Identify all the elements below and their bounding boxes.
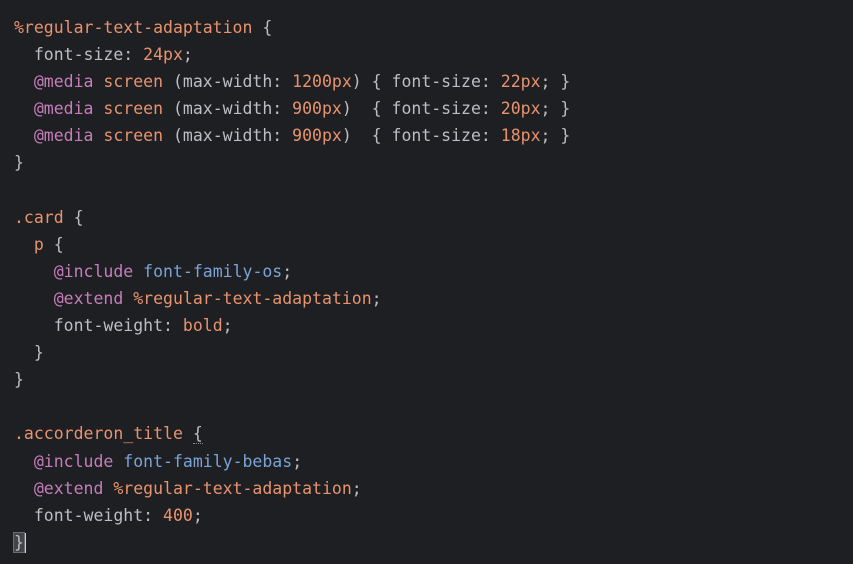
code-token: screen xyxy=(103,99,164,119)
code-token: @extend xyxy=(53,288,124,308)
code-token: 20px xyxy=(500,99,541,119)
code-token xyxy=(93,126,103,145)
code-token: @include xyxy=(53,261,134,281)
code-token: } xyxy=(14,370,24,390)
code-line[interactable] xyxy=(14,393,570,420)
code-line[interactable]: @media screen (max-width: 1200px) { font… xyxy=(14,68,570,95)
code-line[interactable]: @extend %regular-text-adaptation; xyxy=(14,475,570,502)
code-area[interactable]: %regular-text-adaptation { font-size: 24… xyxy=(13,14,570,556)
code-line[interactable]: } xyxy=(14,339,570,366)
code-token: ; xyxy=(292,451,303,471)
code-line[interactable]: } xyxy=(14,366,570,393)
code-token: %regular-text-adaptation xyxy=(133,288,372,308)
code-token xyxy=(93,99,103,118)
code-token: font-family-os xyxy=(143,261,283,281)
code-token: bold xyxy=(182,316,223,336)
code-token: 900px xyxy=(292,99,342,119)
code-token: ) { font-size: xyxy=(341,126,501,146)
code-line[interactable]: .accorderon_title { xyxy=(14,420,570,447)
code-line[interactable]: } xyxy=(13,529,570,556)
code-token: @extend xyxy=(33,478,104,498)
code-token: %regular-text-adaptation xyxy=(113,478,352,498)
code-token: ; } xyxy=(540,99,571,119)
code-line[interactable]: @include font-family-os; xyxy=(14,258,570,285)
code-token: font-size: xyxy=(14,45,144,65)
code-token: { xyxy=(43,234,64,254)
code-token: (max-width: xyxy=(163,99,293,119)
code-line[interactable]: @media screen (max-width: 900px) { font-… xyxy=(14,122,570,149)
code-line[interactable]: font-weight: 400; xyxy=(14,502,570,529)
code-token: { xyxy=(192,424,203,445)
code-line[interactable]: @media screen (max-width: 900px) { font-… xyxy=(14,95,570,122)
code-token: @media xyxy=(33,126,94,146)
code-token: ) { font-size: xyxy=(341,99,501,119)
code-line[interactable]: %regular-text-adaptation { xyxy=(14,14,570,41)
code-line[interactable] xyxy=(14,177,570,204)
code-token xyxy=(103,479,113,498)
code-token: ; xyxy=(351,478,362,498)
code-token: font-weight: xyxy=(14,316,183,336)
code-token: 1200px xyxy=(292,72,352,92)
code-token: 24px xyxy=(143,45,183,65)
code-token xyxy=(14,126,34,145)
code-token: ; xyxy=(222,316,233,336)
code-token xyxy=(14,289,54,308)
code-line[interactable]: } xyxy=(14,149,570,176)
code-line[interactable]: font-size: 24px; xyxy=(14,41,570,68)
code-token: ; } xyxy=(540,72,571,92)
code-token: @media xyxy=(33,99,94,119)
code-token: 18px xyxy=(500,126,541,146)
code-token xyxy=(14,479,34,498)
code-token: .card xyxy=(14,207,64,227)
code-line[interactable]: font-weight: bold; xyxy=(14,312,570,339)
code-token xyxy=(14,452,34,471)
code-token: ) { font-size: xyxy=(351,72,501,92)
code-token xyxy=(14,72,34,91)
code-token: ; xyxy=(371,288,382,308)
code-token xyxy=(183,424,193,443)
code-token: ; xyxy=(192,505,203,525)
code-token xyxy=(133,262,143,281)
code-line[interactable]: p { xyxy=(14,231,570,258)
code-token: p xyxy=(33,234,44,254)
code-token: } xyxy=(14,343,44,363)
code-token xyxy=(14,99,34,118)
code-token: 400 xyxy=(163,505,193,525)
code-token: } xyxy=(13,531,25,553)
code-token: @include xyxy=(33,451,114,471)
code-token: 22px xyxy=(500,72,541,92)
code-token: ; } xyxy=(540,126,571,146)
code-token xyxy=(113,452,123,471)
code-token xyxy=(123,289,133,308)
code-token: %regular-text-adaptation xyxy=(14,18,253,37)
code-line[interactable]: .card { xyxy=(14,204,570,231)
code-token: 900px xyxy=(292,126,342,146)
code-line[interactable]: @include font-family-bebas; xyxy=(14,448,570,475)
code-token: (max-width: xyxy=(163,126,293,146)
code-token xyxy=(14,262,54,281)
code-token: ; xyxy=(182,45,193,65)
code-token: } xyxy=(14,153,24,173)
code-line[interactable]: @extend %regular-text-adaptation; xyxy=(14,285,570,312)
code-token: @media xyxy=(33,72,94,92)
code-token: screen xyxy=(103,72,164,92)
code-token xyxy=(93,72,103,91)
code-token: { xyxy=(63,207,84,227)
code-token: ; xyxy=(282,261,293,281)
code-token: font-family-bebas xyxy=(123,451,293,471)
code-token: screen xyxy=(103,126,164,146)
code-token xyxy=(14,235,34,254)
code-token: font-weight: xyxy=(14,505,164,525)
code-token: { xyxy=(252,18,273,37)
text-cursor xyxy=(23,533,26,554)
code-token: (max-width: xyxy=(163,72,293,92)
code-token: .accorderon_title xyxy=(14,424,183,444)
